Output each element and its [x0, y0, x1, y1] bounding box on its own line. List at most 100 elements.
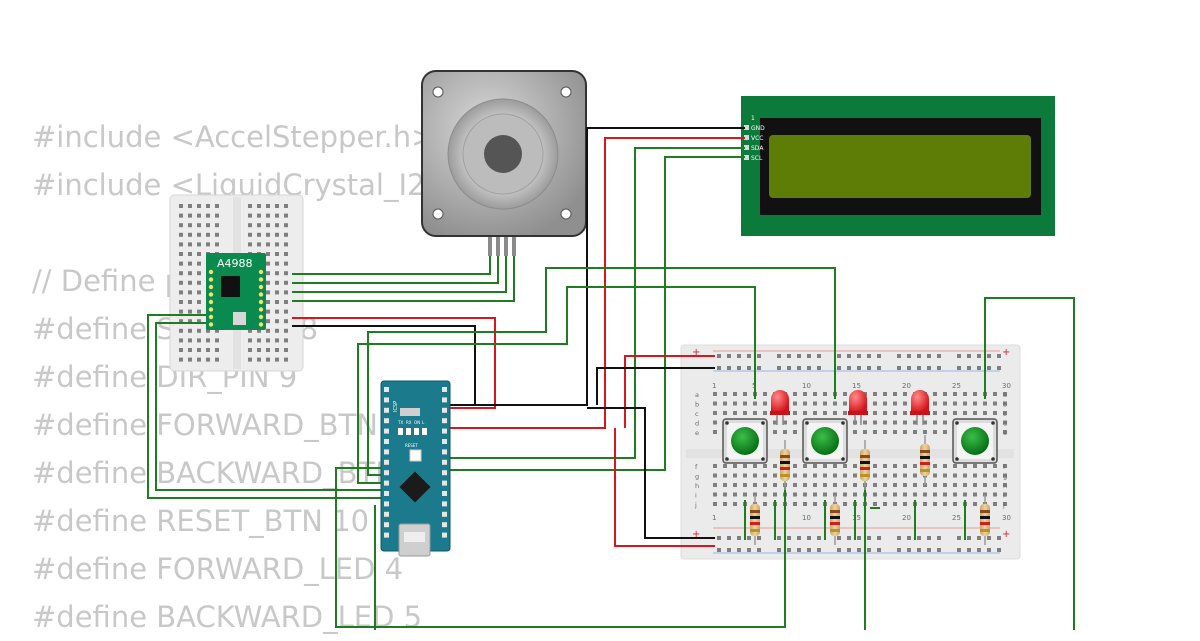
- breadboard-hole: [275, 319, 279, 324]
- lcd-pin[interactable]: [744, 155, 749, 160]
- rail-hole: [917, 548, 921, 552]
- rail-hole: [797, 354, 801, 358]
- breadboard-hole: [853, 464, 857, 468]
- breadboard-hole: [197, 261, 201, 266]
- reset-button[interactable]: [409, 449, 422, 462]
- rail-hole: [967, 548, 971, 552]
- breadboard-hole: [773, 464, 777, 468]
- breadboard-hole: [266, 204, 270, 208]
- leds: [770, 390, 930, 425]
- nano-pin[interactable]: [442, 522, 447, 528]
- breadboard-hole: [963, 401, 967, 406]
- mcu-chip: [399, 471, 431, 503]
- breadboard-hole: [943, 401, 947, 406]
- rail-hole: [807, 366, 811, 370]
- breadboard-hole: [713, 492, 717, 497]
- column-number: 10: [802, 514, 811, 522]
- nano-pin[interactable]: [384, 418, 389, 424]
- lcd-pin[interactable]: [744, 145, 749, 150]
- breadboard-hole: [923, 502, 927, 506]
- breadboard-hole: [913, 420, 917, 425]
- wire-green: [984, 297, 1075, 630]
- breadboard-hole: [284, 300, 288, 304]
- nano-pin[interactable]: [442, 439, 447, 444]
- breadboard-hole: [275, 204, 279, 208]
- rail-hole: [917, 536, 921, 540]
- breadboard-hole: [763, 464, 767, 468]
- breadboard-hole: [1003, 411, 1007, 415]
- rail-hole: [817, 366, 821, 370]
- nano-pin[interactable]: [384, 407, 389, 413]
- breadboard-hole: [933, 473, 937, 478]
- nano-pin[interactable]: [442, 407, 447, 413]
- rail-hole: [737, 366, 741, 370]
- nano-pin[interactable]: [384, 459, 389, 465]
- row-letter: g: [695, 473, 699, 481]
- breadboard-hole: [873, 502, 877, 506]
- breadboard-hole: [188, 204, 192, 208]
- breadboard-hole: [188, 357, 192, 362]
- breadboard-hole: [953, 464, 957, 468]
- breadboard-hole: [933, 401, 937, 406]
- breadboard-hole: [973, 473, 977, 478]
- breadboard-hole: [953, 483, 957, 487]
- breadboard-hole: [923, 430, 927, 434]
- nano-pin[interactable]: [384, 397, 389, 403]
- nano-pin[interactable]: [384, 501, 389, 507]
- nano-pin[interactable]: [384, 532, 389, 538]
- lcd-pin[interactable]: [744, 135, 749, 140]
- breadboard-hole: [833, 401, 837, 406]
- nano-pin[interactable]: [442, 480, 447, 486]
- nano-pin[interactable]: [442, 501, 447, 507]
- driver-pin: [258, 292, 264, 297]
- column-number: 20: [902, 382, 911, 390]
- nano-pin[interactable]: [384, 428, 389, 434]
- nano-pin[interactable]: [384, 387, 389, 392]
- breadboard-hole: [993, 492, 997, 497]
- breadboard-hole: [833, 483, 837, 487]
- nano-pin[interactable]: [384, 522, 389, 528]
- breadboard-hole: [943, 492, 947, 497]
- breadboard-hole: [197, 328, 201, 333]
- nano-pin[interactable]: [442, 449, 447, 455]
- nano-pin[interactable]: [442, 397, 447, 403]
- breadboard-hole: [843, 492, 847, 497]
- breadboard-hole: [257, 223, 261, 228]
- breadboard-hole: [973, 392, 977, 396]
- nano-pin[interactable]: [442, 491, 447, 496]
- nano-pin[interactable]: [442, 418, 447, 424]
- breadboard-hole: [197, 309, 201, 314]
- rail-hole: [867, 354, 871, 358]
- nano-pin[interactable]: [442, 459, 447, 465]
- nano-pin[interactable]: [442, 387, 447, 392]
- nano-pin[interactable]: [442, 470, 447, 476]
- push-button[interactable]: [952, 418, 998, 464]
- breadboard-hole: [275, 223, 279, 228]
- lcd-pin[interactable]: [744, 125, 749, 130]
- breadboard-hole: [913, 483, 917, 487]
- status-led: [422, 428, 427, 435]
- breadboard-hole: [197, 338, 201, 343]
- breadboard-hole: [188, 261, 192, 266]
- breadboard-hole: [713, 464, 717, 468]
- nano-pin[interactable]: [384, 480, 389, 486]
- push-button[interactable]: [722, 418, 768, 464]
- breadboard-hole: [1003, 392, 1007, 396]
- nano-pin[interactable]: [384, 491, 389, 496]
- nano-pin[interactable]: [442, 532, 447, 538]
- nano-pin[interactable]: [384, 511, 389, 517]
- push-button[interactable]: [802, 418, 848, 464]
- wire-black: [596, 367, 715, 405]
- breadboard-hole: [773, 430, 777, 434]
- status-led: [414, 428, 419, 435]
- nano-pin[interactable]: [384, 449, 389, 455]
- nano-pin[interactable]: [442, 511, 447, 517]
- nano-pin[interactable]: [384, 439, 389, 444]
- breadboard-hole: [893, 464, 897, 468]
- row-letter: b: [1003, 401, 1007, 409]
- breadboard-hole: [257, 242, 261, 247]
- nano-pin[interactable]: [384, 470, 389, 476]
- rail-hole: [787, 548, 791, 552]
- nano-pin[interactable]: [442, 428, 447, 434]
- breadboard-hole: [763, 411, 767, 415]
